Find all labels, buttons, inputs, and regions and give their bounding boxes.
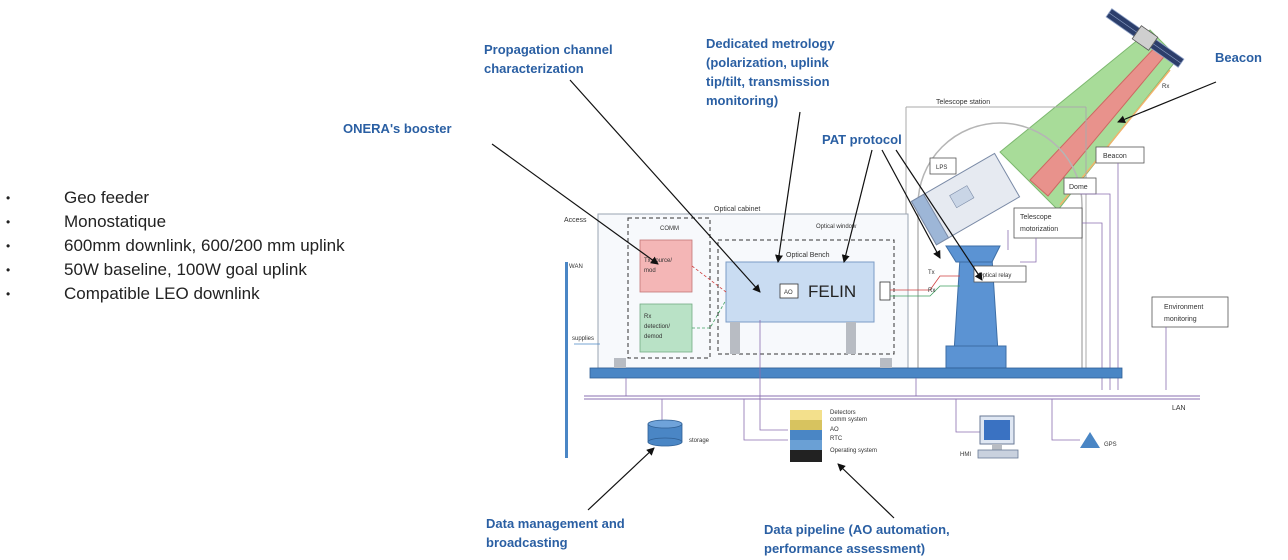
rx-detection-box [639, 303, 693, 353]
svg-text:Dome: Dome [1069, 184, 1088, 191]
optical-bench-frame [717, 239, 895, 355]
bullet-icon: • [6, 215, 11, 229]
beacon-callout: Beacon [1215, 50, 1262, 65]
storage-icon [647, 419, 683, 447]
booster-callout: ONERA's booster [343, 121, 452, 136]
svg-text:Optical Bench: Optical Bench [786, 252, 830, 259]
svg-text:(polarization, uplink: (polarization, uplink [706, 55, 830, 70]
beacon-box [1095, 146, 1145, 164]
data-pipeline-callout: Data pipeline (AO automation, [764, 522, 950, 537]
svg-text:mod: mod [644, 268, 656, 274]
wan-bar [565, 262, 568, 458]
comm-box [627, 217, 711, 359]
ground-platform [589, 367, 1123, 379]
svg-text:Tx: Tx [928, 270, 935, 276]
propagation-callout: Propagation channel [484, 42, 613, 57]
metrology-callout: Dedicated metrology [706, 36, 835, 51]
tx-source-box [639, 239, 693, 293]
callout-arrows [491, 79, 1217, 519]
svg-text:WAN: WAN [569, 264, 583, 270]
optical-relay-box [973, 265, 1027, 283]
svg-text:performance assessment): performance assessment) [764, 541, 925, 556]
svg-text:AO: AO [784, 290, 793, 296]
svg-text:Rx: Rx [644, 314, 651, 320]
dome [917, 122, 1083, 372]
svg-text:COMM: COMM [660, 226, 679, 232]
environment-monitoring-box [1151, 296, 1229, 328]
felin-label: FELIN [808, 282, 856, 301]
svg-text:monitoring: monitoring [1164, 316, 1197, 323]
svg-text:Beacon: Beacon [1103, 153, 1127, 160]
svg-text:Optical relay: Optical relay [978, 273, 1011, 279]
felin-bench [725, 261, 875, 323]
svg-text:Operating system: Operating system [830, 448, 877, 454]
control-connectors [1007, 163, 1167, 390]
ao-box [779, 283, 799, 299]
svg-text:demod: demod [644, 334, 662, 340]
lps-box [929, 157, 957, 175]
satellite-icon [1105, 8, 1185, 68]
svg-text:RTC: RTC [830, 436, 843, 442]
svg-text:AO: AO [830, 427, 839, 433]
svg-text:characterization: characterization [484, 61, 584, 76]
rx-beam-label: Rx [1162, 84, 1169, 90]
telescope-motorization-box [1013, 207, 1083, 239]
svg-text:detection/: detection/ [644, 324, 670, 330]
svg-text:LAN: LAN [1172, 405, 1186, 412]
access-label: Access [564, 217, 587, 224]
data-management-callout: Data management and [486, 516, 625, 531]
svg-text:monitoring): monitoring) [706, 93, 778, 108]
svg-text:tip/tilt, transmission: tip/tilt, transmission [706, 74, 830, 89]
telescope-station-label: Telescope station [936, 99, 990, 106]
gps-icon [1080, 432, 1100, 448]
svg-text:Tx source/: Tx source/ [644, 258, 672, 264]
svg-text:Environment: Environment [1164, 304, 1203, 311]
bullet-icon: • [6, 287, 11, 301]
data-pipeline-stack [790, 410, 822, 462]
svg-text:comm system: comm system [830, 417, 867, 423]
bullet-icon: • [6, 263, 11, 277]
telescope-tube [910, 152, 1021, 246]
svg-text:Rx: Rx [928, 288, 935, 294]
pat-callout: PAT protocol [822, 132, 902, 147]
storage-label: storage [689, 438, 710, 444]
svg-text:Telescope: Telescope [1020, 214, 1052, 221]
hmi-label: HMI [960, 452, 971, 458]
svg-text:Detectors: Detectors [830, 410, 856, 416]
bullet-icon: • [6, 191, 11, 205]
optical-window-label: Optical window [816, 224, 857, 230]
svg-text:Optical cabinet: Optical cabinet [714, 206, 760, 213]
computer-icon [977, 415, 1019, 459]
svg-text:motorization: motorization [1020, 226, 1058, 233]
gps-label: GPS [1104, 442, 1117, 448]
svg-text:supplies: supplies [572, 336, 594, 342]
bullet-icon: • [6, 239, 11, 253]
svg-text:broadcasting: broadcasting [486, 535, 568, 550]
svg-text:LPS: LPS [936, 165, 947, 171]
